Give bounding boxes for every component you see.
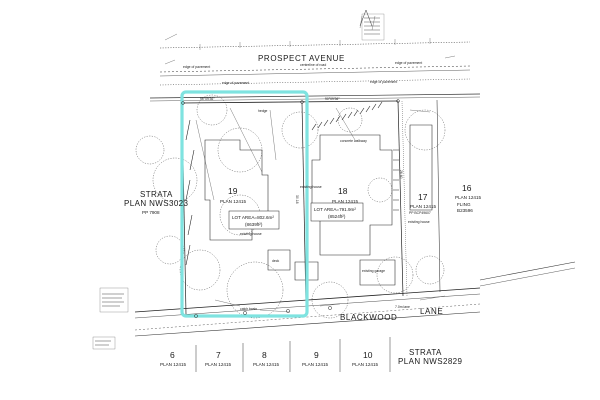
lot-17-number: 17	[418, 192, 428, 202]
lane-width-label: 7.0m lane	[395, 305, 410, 309]
edge-pavement-note-4: edge of pavement	[370, 80, 397, 84]
tree-canopies	[135, 94, 446, 319]
south-lot-10-number: 10	[363, 350, 373, 360]
prospect-avenue-label: PROSPECT AVENUE	[258, 54, 345, 63]
catch-basin-note	[92, 287, 129, 350]
catch-basin-label: catch basin	[240, 307, 257, 311]
south-lot-10-plan: PLAN 12415	[352, 362, 378, 367]
edge-pavement-note-1: edge of pavement	[183, 65, 210, 69]
lot-18-area: LOT AREA=791.9m²	[314, 207, 356, 212]
blackwood-lane-road	[134, 261, 576, 337]
south-lot-7-number: 7	[216, 350, 221, 360]
lot-16-fling: FLING	[457, 202, 471, 207]
south-lot-dividers	[195, 337, 391, 372]
strata-west-name: STRATA	[140, 190, 173, 199]
south-lot-7-plan: PLAN 12415	[205, 362, 231, 367]
south-lot-8-number: 8	[262, 350, 267, 360]
edge-pavement-note-3: edge of pavement	[222, 81, 249, 85]
side-distance-a: 30.18	[295, 195, 299, 204]
south-lot-6-number: 6	[170, 350, 175, 360]
deck-label: deck	[272, 259, 279, 263]
lane-label: LANE	[420, 307, 443, 316]
strata-west-plan: PLAN NWS3023	[124, 199, 189, 208]
hedge-hatching	[185, 101, 399, 266]
lot-19-highlight[interactable]	[180, 90, 309, 318]
lot-18-number: 18	[338, 186, 348, 196]
lot-19-number: 19	[228, 186, 238, 196]
lot-17-house-label: existing house	[408, 220, 430, 224]
centreline-note: centreline of road	[300, 63, 326, 67]
north-arrow-icon	[359, 9, 373, 27]
south-lot-9-number: 9	[314, 350, 319, 360]
blackwood-label: BLACKWOOD	[340, 313, 397, 322]
side-distance-b: 26.60	[399, 170, 403, 179]
lot-19-area-box: LOT AREA=802.6m² (8639ft²)	[228, 210, 280, 230]
lot-18-area-box: LOT AREA=791.9m² (8524ft²)	[310, 202, 364, 222]
strata-south-plan: PLAN NWS2829	[398, 357, 463, 366]
prospect-avenue-road	[149, 41, 481, 102]
strata-west-pp: PP 7908	[142, 210, 160, 215]
south-lot-9-plan: PLAN 12415	[302, 362, 328, 367]
hedge-label: hedge	[258, 109, 268, 113]
road-annotations	[164, 15, 456, 65]
edge-pavement-note-2: edge of pavement	[395, 61, 422, 65]
top-bearing: 90°09'36"	[325, 97, 340, 101]
lot-17-plan: PLAN 12415	[410, 204, 436, 209]
lot-16-ref: B23596	[457, 208, 473, 213]
strata-south-name: STRATA	[409, 348, 442, 357]
lot-19-plan: PLAN 12415	[220, 199, 246, 204]
lot-18-area-ft: (8524ft²)	[328, 214, 346, 219]
survey-pins	[181, 99, 400, 318]
lot-19-house-label: existing house	[240, 232, 262, 236]
legend-block	[361, 13, 385, 41]
top-bearing-west: 90°09'36"	[200, 97, 215, 101]
lot-19-area-ft: (8639ft²)	[245, 222, 263, 227]
lot-16-number: 16	[462, 183, 472, 193]
lot-18-house-label: existing house	[300, 185, 322, 189]
south-lot-8-plan: PLAN 12415	[253, 362, 279, 367]
survey-dimension-lines	[195, 107, 446, 313]
concrete-label: concrete walkway	[340, 139, 367, 143]
lot-16-plan: PLAN 12415	[455, 195, 481, 200]
south-lot-6-plan: PLAN 12415	[160, 362, 186, 367]
lot-19-area: LOT AREA=802.6m²	[232, 215, 274, 220]
garage-label: existing garage	[362, 269, 385, 273]
lot-18-plan: PLAN 12415	[332, 199, 358, 204]
lot-17-pp: PP BCP49607	[409, 211, 431, 215]
